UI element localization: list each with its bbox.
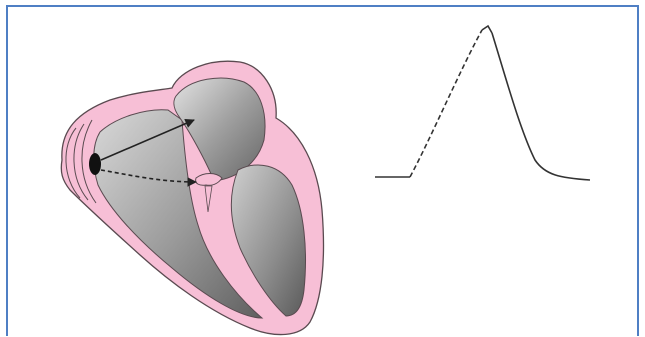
waveform-upstroke-dashed bbox=[410, 30, 482, 177]
waveform-downstroke bbox=[492, 33, 590, 180]
heart-illustration bbox=[61, 61, 323, 334]
waveform-peak bbox=[482, 26, 492, 33]
ectopic-focus bbox=[89, 153, 101, 175]
action-potential-waveform bbox=[375, 26, 590, 180]
